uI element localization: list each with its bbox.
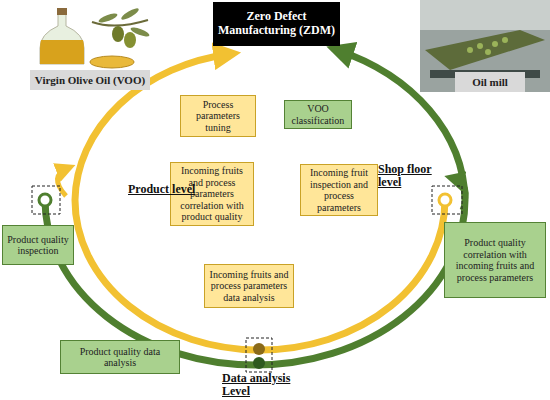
- box-text: VOO classification: [288, 103, 348, 126]
- level-dot: [253, 343, 265, 355]
- box-text: Zero Defect Manufacturing (ZDM): [216, 10, 337, 38]
- process-box: Product quality data analysis: [60, 340, 180, 374]
- olive-fruit: [112, 26, 124, 42]
- yellow-cycle-arc: [75, 54, 445, 350]
- olive-dot: [467, 47, 473, 53]
- olive-fruit: [124, 32, 136, 48]
- olive-dot: [502, 37, 508, 43]
- process-box: Incoming fruits and process parameters d…: [204, 264, 294, 308]
- level-marker-box: [432, 186, 462, 214]
- box-text: Product quality inspection: [6, 234, 70, 257]
- green-cycle-arc: [45, 50, 465, 365]
- box-text: Oil mill: [472, 76, 508, 89]
- process-box: Product quality inspection: [2, 225, 74, 265]
- box-text: Virgin Olive Oil (VOO): [35, 74, 145, 87]
- photo-frame: [420, 0, 550, 92]
- oil-dish: [90, 56, 134, 68]
- olive-dot: [485, 49, 491, 55]
- box-text: Product quality data analysis: [64, 346, 176, 369]
- picture-frame: [30, 0, 150, 70]
- process-box: Incoming fruit inspection and process pa…: [300, 164, 378, 216]
- box-text: Product quality correlation with incomin…: [448, 237, 542, 283]
- olive-leaf: [120, 6, 140, 21]
- box-text: Process parameters tuning: [184, 99, 252, 134]
- olive-oil-picture: [30, 0, 150, 70]
- start-marker: [439, 194, 451, 206]
- goal-box: Zero Defect Manufacturing (ZDM): [213, 2, 340, 46]
- cork: [57, 8, 67, 15]
- level-marker-box: [246, 338, 272, 372]
- process-box: VOO classification: [284, 100, 352, 129]
- start-marker: [39, 194, 51, 206]
- olive-dot: [492, 41, 498, 47]
- level-label: Shop floor level: [378, 163, 444, 189]
- yellow-hook-arrow: [57, 168, 68, 196]
- olive-dot: [477, 43, 483, 49]
- box-text: Incoming fruits and process parameters d…: [208, 269, 290, 304]
- process-box: Process parameters tuning: [180, 95, 256, 137]
- glass-jug: [40, 14, 84, 64]
- wall: [420, 0, 550, 30]
- level-label: Product level: [128, 183, 218, 196]
- oil-mill-picture: [420, 0, 550, 92]
- olive-leaf: [98, 12, 119, 24]
- level-marker-box: [32, 186, 60, 214]
- level-dot: [253, 357, 265, 369]
- oil-fill: [40, 40, 84, 64]
- process-box: Product quality correlation with incomin…: [444, 222, 546, 298]
- conveyor: [425, 30, 545, 70]
- green-hook-arrow: [452, 178, 466, 210]
- picture-caption-box: Virgin Olive Oil (VOO): [30, 70, 150, 90]
- level-label: Data analysis Level: [222, 372, 308, 398]
- box-text: Incoming fruit inspection and process pa…: [304, 167, 374, 213]
- picture-caption-box: Oil mill: [455, 72, 525, 92]
